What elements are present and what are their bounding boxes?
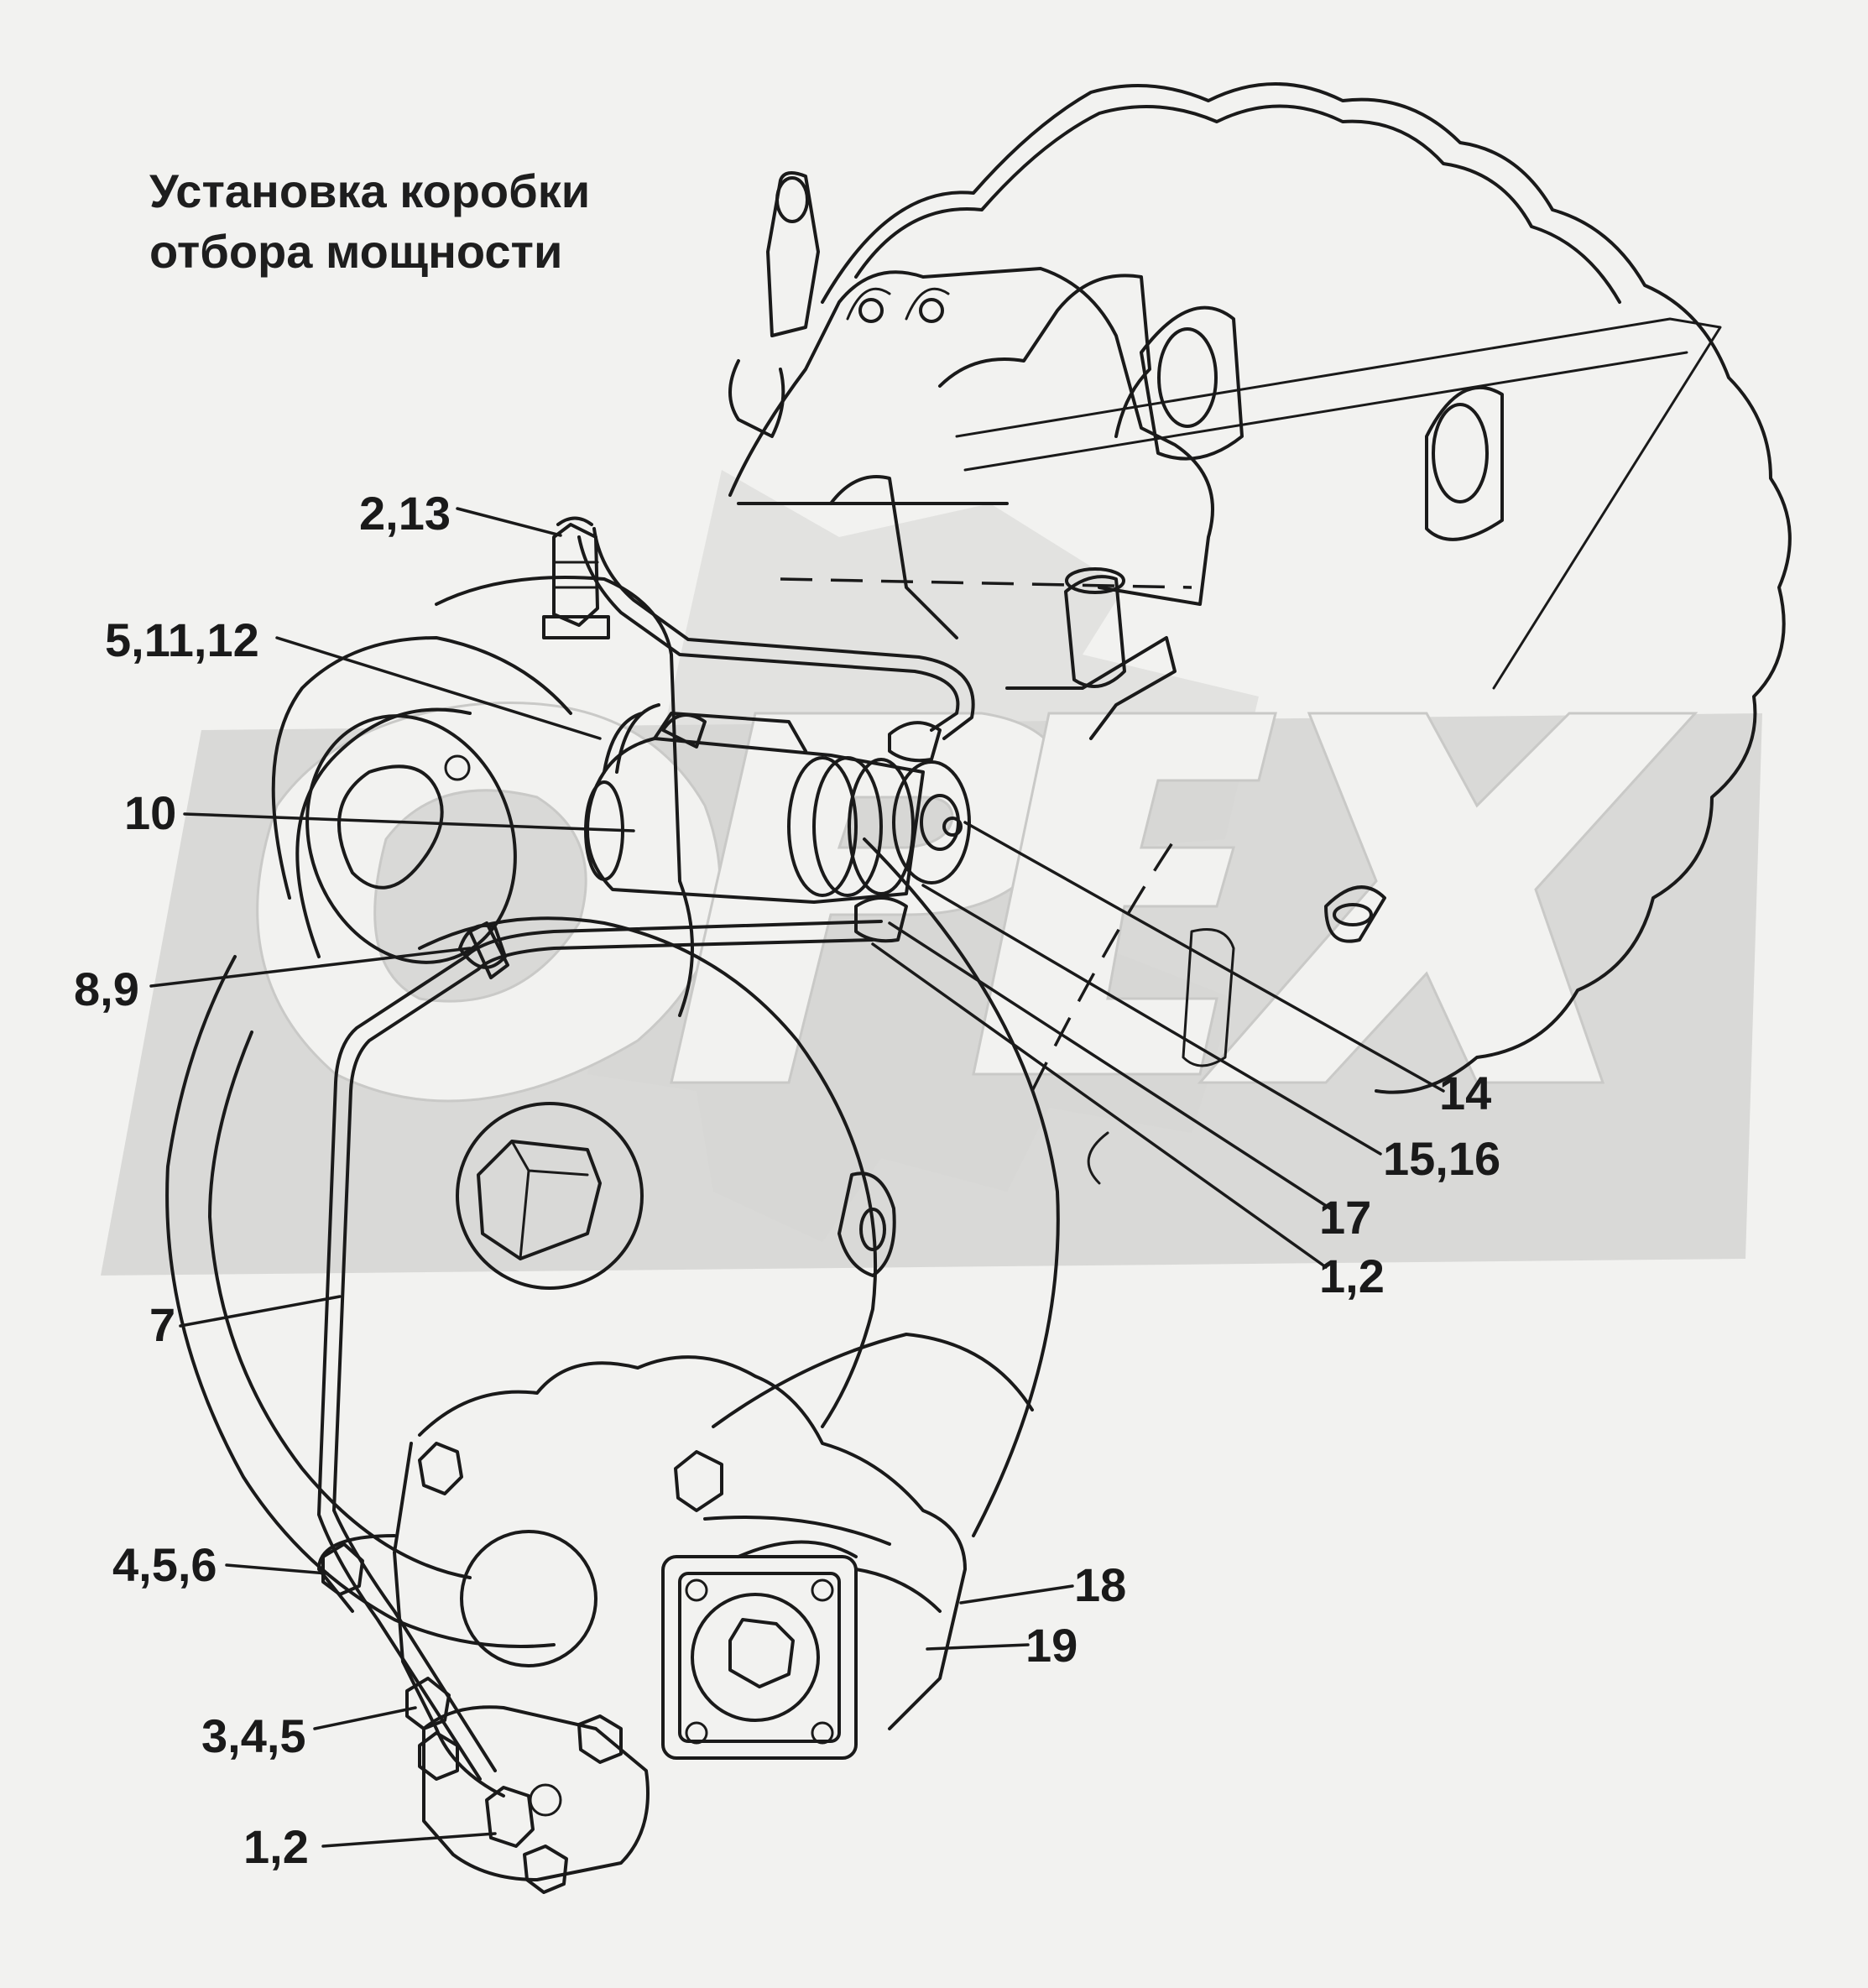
pto-unit [317,1355,967,1798]
leader-18 [959,1584,1074,1604]
diagram-title-line-2: отбора мощности [149,225,563,278]
solenoid-valve [584,712,971,943]
watermark-letters [256,702,1698,1103]
diagram-title-line-1: Установка коробки [149,164,591,217]
drain-plug-boss [456,1102,644,1290]
callout-1-2-right: 1,2 [1319,1250,1385,1302]
shift-tower [728,171,1214,606]
pto-flange [661,1555,858,1760]
leader-lines [149,507,1445,1848]
leader-15-16 [921,884,1382,1156]
leader-7 [179,1295,342,1328]
mount-eye-lower [1432,403,1489,504]
callout-1-2-bottom: 1,2 [243,1820,309,1873]
fitting-top [542,516,610,639]
leader-4-5-6 [225,1563,329,1575]
callout-3-4-5: 3,4,5 [201,1709,306,1762]
callout-8-9: 8,9 [74,963,139,1015]
leader-5-11-12 [275,636,602,740]
leader-17 [888,921,1332,1210]
callout-18: 18 [1074,1558,1126,1611]
leader-3-4-5 [313,1706,417,1730]
callout-10: 10 [124,786,176,839]
callout-2-13: 2,13 [359,487,451,540]
callout-5-11-12: 5,11,12 [105,613,259,666]
leader-19 [926,1643,1030,1651]
pto-boss [460,1530,597,1667]
pto-cylinder [418,1705,650,1894]
clutch-housing [165,576,1060,1648]
callout-19: 19 [1025,1619,1077,1672]
mount-eye-upper [1157,327,1218,428]
leader-1-2-right [871,942,1328,1269]
leader-8-9 [149,947,472,988]
callout-4-5-6: 4,5,6 [112,1538,217,1591]
leader-14 [963,821,1445,1093]
callout-labels: 2,13 5,11,12 10 8,9 7 4,5,6 3,4,5 1,2 14… [74,487,1500,1873]
callout-7: 7 [149,1298,175,1351]
callout-17: 17 [1319,1191,1371,1244]
leader-2-13 [456,507,562,537]
leader-10 [183,812,635,832]
callout-14: 14 [1439,1067,1491,1119]
gearbox-housing [821,82,1792,1185]
drain-plug [477,1140,602,1260]
leader-1-2-bottom [321,1832,497,1848]
shift-lever-eye [775,176,809,223]
callout-15-16: 15,16 [1383,1132,1500,1185]
